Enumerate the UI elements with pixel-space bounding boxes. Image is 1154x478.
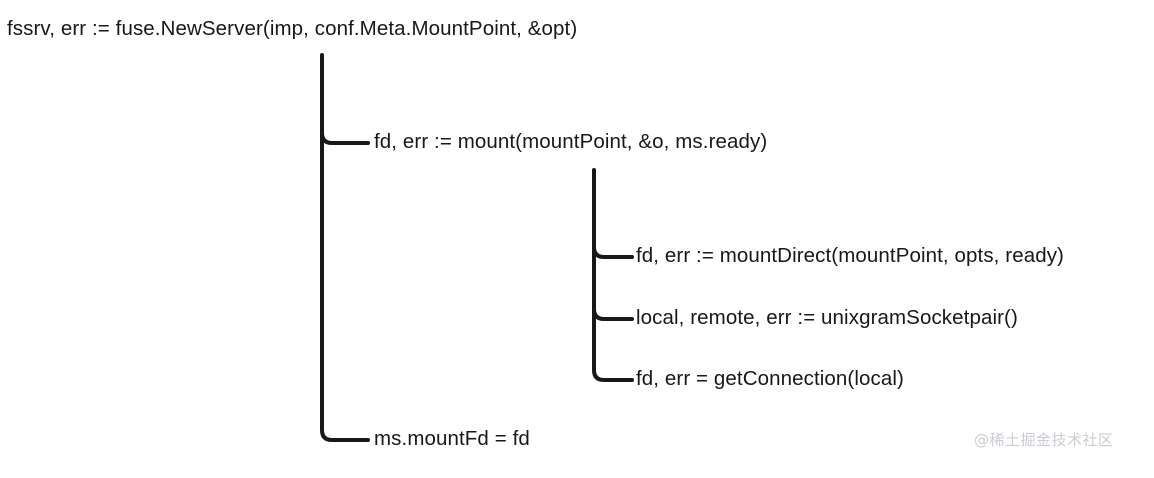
connector-branch-unixgram-socketpair <box>592 307 634 321</box>
node-label-root: fssrv, err := fuse.NewServer(imp, conf.M… <box>7 17 578 40</box>
node-label-unixgram-socketpair: local, remote, err := unixgramSocketpair… <box>636 306 1018 329</box>
connector-branch-mount-direct <box>592 245 634 259</box>
connector-branch-mount <box>320 131 370 145</box>
node-label-mount: fd, err := mount(mountPoint, &o, ms.read… <box>374 130 768 153</box>
node-label-ms-mountfd: ms.mountFd = fd <box>374 427 530 450</box>
connector-trunk-root <box>320 53 370 442</box>
watermark: @稀土掘金技术社区 <box>974 431 1114 449</box>
node-label-get-connection: fd, err = getConnection(local) <box>636 367 904 390</box>
node-label-mount-direct: fd, err := mountDirect(mountPoint, opts,… <box>636 244 1064 267</box>
connector-trunk-mount <box>592 168 634 382</box>
